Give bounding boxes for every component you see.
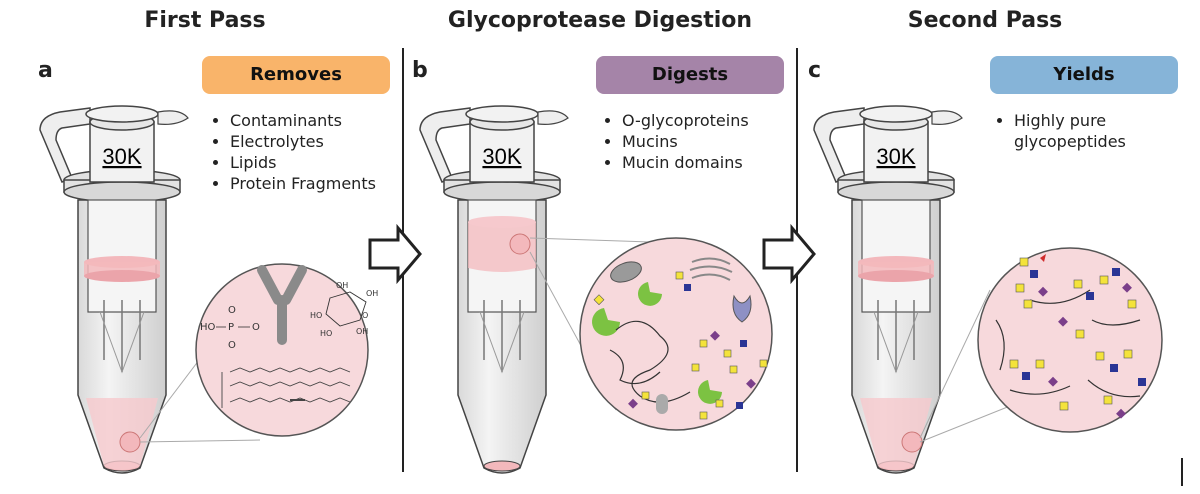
digests-badge: Digests xyxy=(596,56,784,94)
sugar-ho-2: HO xyxy=(320,329,332,338)
tube-b xyxy=(419,105,569,474)
lipid-icon xyxy=(221,367,351,408)
list-item: O-glycoproteins xyxy=(622,110,749,131)
panel-c-letter: c xyxy=(808,58,822,83)
sugar-o: O xyxy=(362,311,368,320)
enzyme-icon xyxy=(592,282,722,404)
sugar-icon: OH OH HO HO O OH xyxy=(310,281,378,338)
filter-label-c: 30K xyxy=(876,144,915,169)
list-item: Electrolytes xyxy=(230,131,376,152)
panel-a-title: First Pass xyxy=(144,8,266,33)
glycopeptides-c xyxy=(995,254,1146,419)
arrow-right-icon xyxy=(762,223,816,285)
tube-c xyxy=(813,105,963,474)
arrow-right-icon xyxy=(368,223,422,285)
phosphate-o-bottom: O xyxy=(228,340,236,351)
sugar-oh-3: OH xyxy=(356,327,368,336)
list-item: Highly pure glycopeptides xyxy=(1014,110,1164,152)
sugar-oh-2: OH xyxy=(366,289,378,298)
filter-label-b: 30K xyxy=(482,144,521,169)
phosphate-icon: O HO P O O xyxy=(200,305,260,351)
list-item: Contaminants xyxy=(230,110,376,131)
list-item: Mucins xyxy=(622,131,749,152)
phosphate-o-top: O xyxy=(228,305,236,316)
removes-badge: Removes xyxy=(202,56,390,94)
tube-a xyxy=(39,105,189,474)
filter-label-a: 30K xyxy=(102,144,141,169)
zoom-circle-a xyxy=(195,263,369,437)
sugar-ho-1: HO xyxy=(310,311,322,320)
zoom-circle-c xyxy=(977,247,1163,433)
phosphate-p: P xyxy=(228,322,234,333)
glycans-b xyxy=(593,271,768,420)
golgi-icon xyxy=(689,257,733,281)
sugar-oh-1: OH xyxy=(336,281,348,290)
list-item: Protein Fragments xyxy=(230,173,376,194)
panel-b-title: Glycoprotease Digestion xyxy=(447,8,753,33)
panel-b-letter: b xyxy=(412,58,428,83)
list-item: Mucin domains xyxy=(622,152,749,173)
list-item: Lipids xyxy=(230,152,376,173)
phosphate-o-right: O xyxy=(252,322,260,333)
phosphate-ho: HO xyxy=(200,322,216,333)
antibody-icon xyxy=(257,265,307,345)
zoom-circle-b xyxy=(579,237,773,431)
yields-list: Highly pure glycopeptides xyxy=(996,110,1164,152)
yields-badge: Yields xyxy=(990,56,1178,94)
digests-list: O-glycoproteins Mucins Mucin domains xyxy=(604,110,749,173)
panel-c-title: Second Pass xyxy=(907,8,1063,33)
removes-list: Contaminants Electrolytes Lipids Protein… xyxy=(212,110,376,194)
mitochondria-icon xyxy=(610,261,642,283)
panel-a-letter: a xyxy=(38,58,53,83)
